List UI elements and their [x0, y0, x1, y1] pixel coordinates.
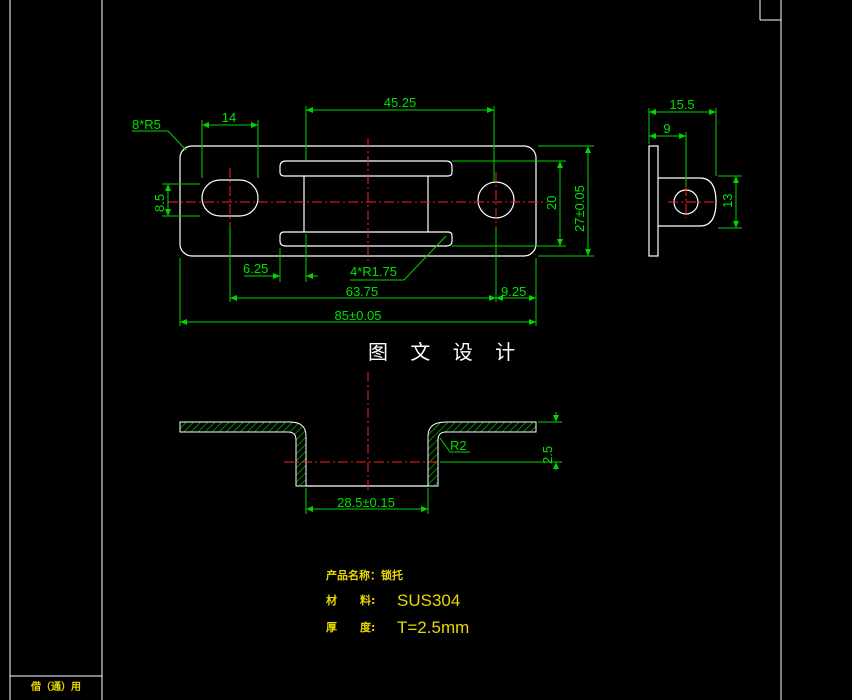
section-left-flange: [179, 421, 307, 487]
drawing-frame: [9, 0, 782, 700]
thickness-value: T=2.5mm: [397, 618, 469, 637]
thickness-label: 厚 度:: [326, 620, 375, 634]
top-view: [168, 138, 548, 262]
product-notes: 产品名称：锁托 材 料: SUS304 厚 度: T=2.5mm: [326, 568, 469, 637]
material-label: 材 料:: [326, 593, 375, 607]
top-view-labels: 14 45.25 8*R5 8.5 20 27±0.05 6.25 4*R1.7…: [132, 95, 587, 323]
product-name-note: 产品名称：锁托: [326, 568, 403, 582]
section-view-dimensions: [305, 412, 562, 514]
dim-20: 20: [544, 196, 559, 210]
plate-outline: [179, 145, 537, 257]
center-window: [279, 160, 453, 247]
left-slot: [201, 179, 259, 217]
side-view: [648, 145, 717, 257]
side-view-dimensions: [648, 108, 742, 229]
dim-8r5: 8*R5: [132, 117, 161, 132]
section-view: [179, 372, 537, 492]
dim-14: 14: [222, 110, 236, 125]
side-tab: [658, 177, 717, 227]
top-view-dimensions: [132, 106, 594, 326]
dim-8-5: 8.5: [152, 194, 167, 212]
dim-6-25: 6.25: [243, 261, 268, 276]
dim-13: 13: [720, 194, 735, 208]
section-view-labels: R2 2.5 28.5±0.15: [337, 438, 555, 510]
side-usage-label: 借（通）用: [30, 680, 81, 693]
dim-9-25: 9.25: [501, 284, 526, 299]
dim-15-5: 15.5: [669, 97, 694, 112]
dim-27: 27±0.05: [572, 185, 587, 232]
side-plate: [648, 145, 659, 257]
dim-28-5: 28.5±0.15: [337, 495, 395, 510]
dim-9: 9: [663, 121, 670, 136]
drawing-title: 图 文 设 计: [368, 340, 523, 364]
dim-63-75: 63.75: [346, 284, 379, 299]
material-value: SUS304: [397, 591, 460, 610]
dim-85: 85±0.05: [335, 308, 382, 323]
section-right-flange: [427, 421, 537, 487]
dim-4r175: 4*R1.75: [350, 264, 397, 279]
dim-45-25: 45.25: [384, 95, 417, 110]
dim-2-5: 2.5: [540, 446, 555, 464]
side-view-labels: 15.5 9 13: [663, 97, 735, 208]
dim-r2: R2: [450, 438, 467, 453]
